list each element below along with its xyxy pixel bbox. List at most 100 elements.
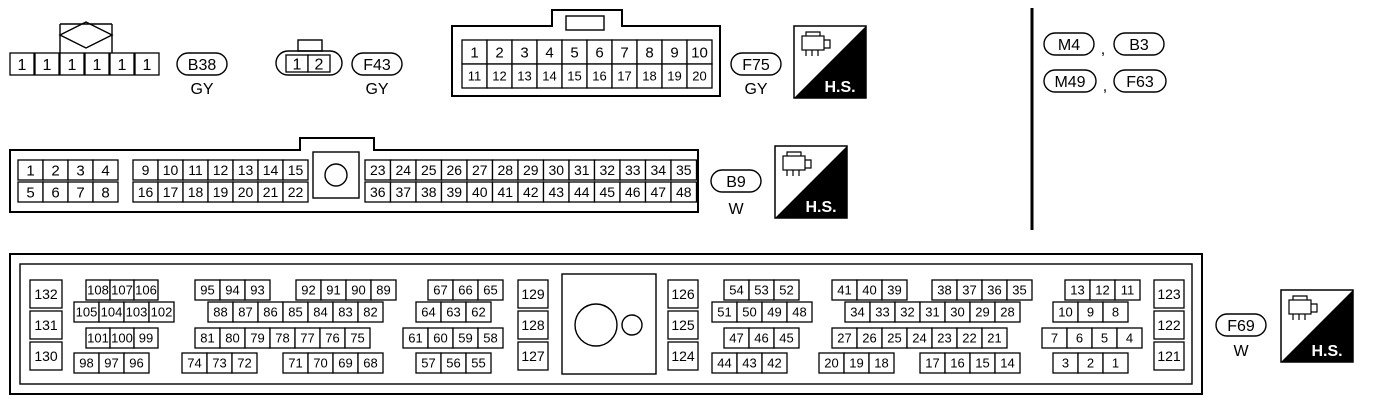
pin-cell	[1102, 301, 1129, 323]
pin-number: 102	[151, 305, 173, 320]
pin-number: 35	[676, 162, 692, 178]
pin-number: 108	[87, 283, 109, 298]
pin-number: 70	[313, 356, 327, 371]
connector-color: GY	[190, 81, 213, 98]
pin-number: 46	[625, 184, 641, 200]
pin-number: 1	[68, 57, 77, 74]
pin-number: 18	[188, 184, 204, 200]
pin-cell	[477, 327, 504, 349]
pin-number: 40	[862, 283, 876, 298]
pin-number: 9	[142, 162, 150, 178]
pin-number: 17	[925, 356, 939, 371]
pin-number: 26	[446, 162, 462, 178]
pin-cell	[34, 52, 60, 76]
legend-separator: ,	[1101, 41, 1105, 58]
pin-number: 38	[421, 184, 437, 200]
pin-number: 32	[599, 162, 615, 178]
pin-number: 88	[213, 305, 227, 320]
pin-number: 54	[729, 283, 743, 298]
pin-number: 22	[288, 184, 304, 200]
pin-cell	[994, 301, 1021, 323]
pin-number: 1	[1112, 356, 1119, 371]
pin-number: 67	[433, 283, 447, 298]
pin-number: 5	[26, 184, 34, 201]
pin-number: 89	[376, 283, 390, 298]
pin-number: 6	[1076, 331, 1083, 346]
pin-number: 5	[570, 44, 578, 61]
pin-number: 10	[691, 44, 708, 61]
pin-number: 12	[1095, 283, 1109, 298]
connector-lock-frame	[312, 151, 360, 199]
pin-number: 103	[126, 305, 148, 320]
pin-number: 48	[676, 184, 692, 200]
pin-cell	[1153, 341, 1185, 371]
pin-cell	[773, 327, 800, 349]
connector-housing	[451, 9, 721, 97]
pin-cell	[344, 327, 371, 349]
pin-number: 7	[1051, 331, 1058, 346]
pin-number: 4	[101, 162, 109, 179]
pin-number: 86	[263, 305, 277, 320]
pin-number: 43	[742, 356, 756, 371]
pin-number: 48	[792, 305, 806, 320]
pin-number: 52	[779, 283, 793, 298]
pin-number: 9	[670, 44, 678, 61]
pin-cell	[1116, 327, 1143, 349]
pin-number: 13	[1070, 283, 1084, 298]
connector-label: F75	[742, 57, 770, 74]
pin-cell	[357, 352, 384, 374]
pin-number: 23	[370, 162, 386, 178]
pin-number: 125	[671, 317, 695, 333]
pin-number: 19	[849, 356, 863, 371]
pin-number: 30	[548, 162, 564, 178]
pin-number: 78	[275, 331, 289, 346]
pin-cell	[148, 301, 175, 323]
pin-number: 42	[767, 356, 781, 371]
pin-number: 45	[599, 184, 615, 200]
pin-number: 2	[51, 162, 59, 179]
pin-number: 8	[1112, 305, 1119, 320]
pin-number: 100	[111, 331, 133, 346]
pin-number: 13	[238, 162, 254, 178]
pin-number: 5	[1101, 331, 1108, 346]
pin-number: 104	[101, 305, 123, 320]
pin-cell	[667, 310, 699, 340]
legend-badge-b3: B3	[1113, 32, 1165, 56]
connector-lock-hole-large	[574, 303, 618, 347]
pin-number: 3	[76, 162, 84, 179]
pin-number: 32	[900, 305, 914, 320]
pin-number: 40	[472, 184, 488, 200]
pin-number: 55	[471, 356, 485, 371]
legend-separator: ,	[1103, 78, 1107, 95]
pin-number: 51	[717, 305, 731, 320]
pin-cell	[517, 310, 549, 340]
pin-cell	[667, 279, 699, 309]
pin-number: 22	[962, 331, 976, 346]
pin-number: 63	[446, 305, 460, 320]
pin-number: 1	[43, 57, 52, 74]
pin-number: 76	[325, 331, 339, 346]
pin-number: 28	[1000, 305, 1014, 320]
pin-number: 1	[293, 56, 302, 73]
pin-number: 29	[975, 305, 989, 320]
pin-number: 18	[642, 69, 656, 84]
pin-number: 131	[34, 317, 58, 333]
pin-number: 17	[617, 69, 631, 84]
connector-color: W	[728, 201, 744, 218]
pin-number: 90	[351, 283, 365, 298]
pin-number: 16	[138, 184, 154, 200]
pin-number: 24	[395, 162, 411, 178]
pin-number: 25	[887, 331, 901, 346]
pin-number: 53	[754, 283, 768, 298]
pin-number: 35	[1012, 283, 1026, 298]
harness-connector-icon	[1288, 295, 1318, 320]
connector-color: GY	[744, 81, 767, 98]
pin-cell	[636, 39, 663, 65]
connector-label: B9	[726, 174, 746, 191]
pin-cell	[511, 63, 538, 89]
pin-number: 101	[87, 331, 109, 346]
label-badge-b9: B9	[710, 169, 762, 193]
